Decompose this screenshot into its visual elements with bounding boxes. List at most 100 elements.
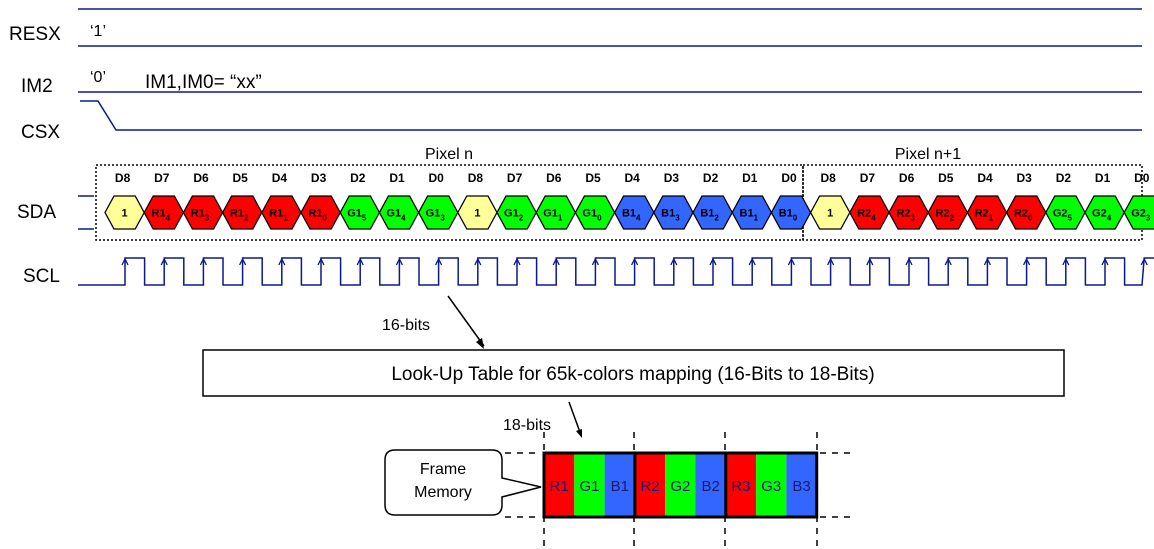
bit-label: D4 (272, 171, 288, 185)
sda-bit-label: G12 (504, 208, 524, 223)
bit-label: D4 (625, 171, 641, 185)
sda-bit-label: G24 (1092, 208, 1112, 223)
sda-bit-label: R12 (230, 208, 249, 223)
im2-label: IM2 (21, 76, 53, 97)
scl-label: SCL (23, 266, 60, 287)
scl-edge-arrow (944, 257, 952, 266)
scl-edge-arrow (239, 257, 247, 266)
sda-bit-label: 1 (827, 208, 833, 220)
bit-label: D8 (821, 171, 837, 185)
scl-edge-arrow (395, 257, 403, 266)
bit-label: D2 (350, 171, 366, 185)
frame-memory-line1: Frame (420, 461, 466, 478)
resx-level: ‘1’ (90, 23, 106, 40)
scl-edge-arrow (670, 257, 678, 266)
scl-edge-arrow (160, 257, 168, 266)
scl-edge-arrow (748, 257, 756, 266)
bit-label: D8 (468, 171, 484, 185)
scl-edge-arrow (591, 257, 599, 266)
bit-label: D6 (546, 171, 562, 185)
bit-label: D5 (585, 171, 601, 185)
bits16-arrow (447, 295, 485, 347)
bit-label: D0 (781, 171, 797, 185)
scl-edge-arrow (317, 257, 325, 266)
scl-rising-edge-arrows (121, 257, 1148, 266)
resx-label: RESX (9, 24, 61, 45)
csx-label: CSX (21, 122, 60, 143)
scl-edge-arrow (356, 257, 364, 266)
sda-bit-label: 1 (122, 208, 128, 220)
bit-label: D1 (1095, 171, 1111, 185)
memory-cell-label: R3 (731, 478, 750, 495)
bit-label: D3 (1017, 171, 1033, 185)
memory-cell (756, 453, 787, 517)
memory-cell-label: B3 (792, 478, 810, 495)
sda-bit-label: R13 (191, 208, 210, 223)
sda-bit-label: R22 (936, 208, 955, 223)
bit-label: D1 (742, 171, 758, 185)
im-note: IM1,IM0= “xx” (145, 72, 262, 93)
sda-bit-label: B13 (661, 208, 680, 223)
sda-bit-cell (1123, 195, 1154, 230)
pixel-n1-label: Pixel n+1 (895, 146, 961, 163)
scl-waveform (78, 257, 1154, 286)
sda-bit-label: R23 (896, 208, 915, 223)
sda-bit-label: G13 (426, 208, 446, 223)
sda-bit-label: G25 (1053, 208, 1073, 223)
bit-label: D7 (154, 171, 170, 185)
memory-cell-label: G1 (579, 478, 599, 495)
sda-bit-label: R11 (269, 208, 288, 223)
sda-bit-label: 1 (474, 208, 480, 220)
scl-edge-arrow (787, 257, 795, 266)
pixel-n-label: Pixel n (425, 146, 473, 163)
bits16-label: 16-bits (382, 317, 430, 334)
bits16-arrow-head (476, 338, 484, 349)
im2-level: ‘0’ (90, 69, 106, 86)
sda-bit-label: R14 (152, 208, 171, 223)
lut-label: Look-Up Table for 65k-colors mapping (16… (391, 364, 874, 385)
scl-edge-arrow (121, 257, 129, 266)
memory-cell (604, 453, 635, 517)
memory-cell (665, 453, 696, 517)
bit-label: D3 (664, 171, 680, 185)
scl-edge-arrow (435, 257, 443, 266)
frame-memory-line2: Memory (414, 484, 472, 501)
scl-edge-arrow (1062, 257, 1070, 266)
scl-edge-arrow (983, 257, 991, 266)
sda-bit-label: G10 (582, 208, 602, 223)
bit-label: D0 (429, 171, 445, 185)
scl-edge-arrow (905, 257, 913, 266)
scl-edge-arrow (1101, 257, 1109, 266)
bit-label: D4 (977, 171, 993, 185)
bits18-arrow-head (576, 429, 582, 438)
bit-label: D8 (115, 171, 131, 185)
scl-edge-arrow (552, 257, 560, 266)
csx-line (80, 100, 1142, 131)
bits18-arrow (568, 401, 582, 436)
memory-cell-label: R1 (550, 478, 569, 495)
bit-label: D3 (311, 171, 327, 185)
scl-edge-arrow (513, 257, 521, 266)
frame-memory-callout (384, 449, 542, 516)
memory-cell (574, 453, 605, 517)
memory-cell-label: G2 (670, 478, 690, 495)
bit-label: D6 (193, 171, 209, 185)
scl-edge-arrow (709, 257, 717, 266)
sda-bit-label: R24 (857, 208, 876, 223)
bit-label: D1 (389, 171, 405, 185)
scl-edge-arrow (1023, 257, 1031, 266)
sda-bit-label: G11 (543, 208, 563, 223)
sda-bit-label: R10 (308, 208, 327, 223)
scl-edge-arrow (474, 257, 482, 266)
bit-label: D0 (1134, 171, 1150, 185)
scl-edge-arrow (866, 257, 874, 266)
memory-cell (725, 453, 757, 517)
bit-label: D7 (860, 171, 876, 185)
sda-bit-label: B14 (622, 208, 641, 223)
memory-cell-label: B1 (611, 478, 629, 495)
sda-bit-label: G23 (1131, 208, 1151, 223)
sda-bit-label: B12 (700, 208, 719, 223)
